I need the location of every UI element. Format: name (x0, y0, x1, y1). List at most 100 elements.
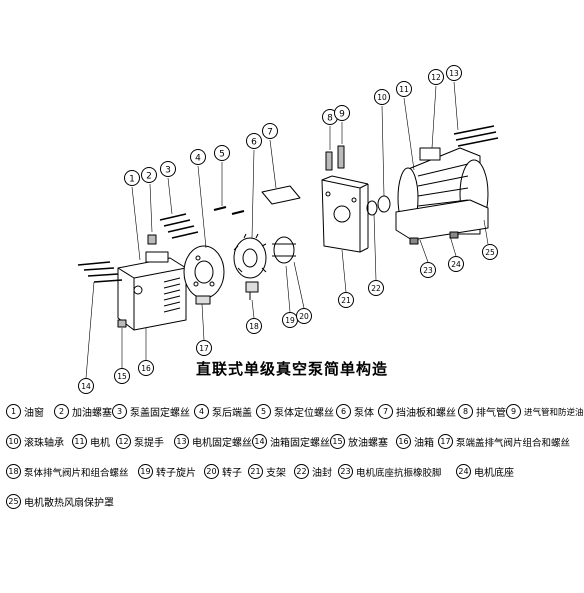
callout-9: 9 (334, 105, 350, 121)
legend-label: 泵后端盖 (212, 408, 252, 419)
callout-10: 10 (374, 89, 390, 105)
legend-label: 转子 (222, 468, 242, 479)
callout-22: 22 (368, 280, 384, 296)
svg-text:25: 25 (485, 248, 495, 257)
legend-label: 挡油板和螺丝 (396, 408, 456, 419)
leader-lines (85, 81, 489, 379)
svg-text:24: 24 (451, 260, 461, 269)
svg-text:15: 15 (117, 372, 127, 381)
callout-15: 15 (114, 368, 130, 384)
legend-label: 滚珠轴承 (24, 438, 64, 449)
legend-number: 15 (330, 434, 345, 449)
bracket-part (321, 175, 369, 253)
callout-8: 8 (322, 109, 338, 125)
callout-14: 14 (78, 378, 94, 394)
callout-23: 23 (420, 262, 436, 278)
inlet-exhaust-part (325, 145, 345, 171)
svg-text:4: 4 (195, 154, 201, 164)
legend-number: 23 (338, 464, 353, 479)
legend-label: 泵端盖排气阀片组合和螺丝 (456, 437, 571, 449)
svg-text:14: 14 (81, 382, 91, 391)
callout-6: 6 (246, 133, 262, 149)
svg-text:19: 19 (285, 316, 295, 325)
legend-number: 24 (456, 464, 471, 479)
legend-label: 转子旋片 (156, 468, 196, 479)
legend-label: 泵提手 (134, 438, 164, 449)
svg-text:23: 23 (423, 266, 433, 275)
legend-number: 21 (248, 464, 263, 479)
legend-label: 电机散热风扇保护罩 (24, 498, 114, 509)
callout-21: 21 (338, 292, 354, 308)
svg-text:18: 18 (249, 322, 259, 331)
baffle-plate-part (261, 185, 301, 205)
legend-label: 电机底座 (474, 468, 514, 479)
svg-text:13: 13 (449, 69, 459, 78)
legend-item: 9进气管和防逆油装置 (506, 404, 584, 419)
svg-text:7: 7 (267, 128, 273, 138)
svg-text:5: 5 (219, 150, 225, 160)
locating-screw-part (213, 206, 227, 211)
pump-body-part (233, 233, 267, 279)
svg-text:1: 1 (129, 175, 135, 185)
callout-12: 12 (428, 69, 444, 85)
legend-label: 泵体 (354, 408, 374, 419)
legend-number: 18 (6, 464, 21, 479)
legend-number: 5 (256, 404, 271, 419)
svg-text:22: 22 (371, 284, 381, 293)
legend-label: 油窗 (24, 408, 44, 419)
legend-number: 9 (506, 404, 521, 419)
motor-screws-part (453, 125, 499, 147)
callout-19: 19 (282, 312, 298, 328)
legend-label: 支架 (266, 468, 286, 479)
svg-text:12: 12 (431, 73, 441, 82)
callout-4: 4 (190, 149, 206, 165)
legend-label: 油箱 (414, 438, 434, 449)
svg-text:20: 20 (299, 312, 309, 321)
callout-11: 11 (396, 81, 412, 97)
tank-screws-part (77, 261, 123, 283)
svg-text:10: 10 (377, 93, 387, 102)
legend-number: 25 (6, 494, 21, 509)
legend-label: 放油螺塞 (348, 438, 388, 449)
legend-label: 电机底座抗振橡胶脚 (356, 467, 442, 479)
legend-label: 加油螺塞 (72, 408, 112, 419)
svg-text:21: 21 (341, 296, 351, 305)
oil-seal-part (366, 200, 378, 216)
callout-2: 2 (141, 167, 157, 183)
legend-number: 20 (204, 464, 219, 479)
cover-screws-part (159, 213, 199, 239)
rear-cover-part (183, 245, 225, 299)
svg-text:8: 8 (327, 114, 333, 124)
legend-number: 16 (396, 434, 411, 449)
legend-number: 14 (252, 434, 267, 449)
legend-number: 6 (336, 404, 351, 419)
legend-label: 进气管和防逆油装置 (524, 407, 584, 418)
legend-label: 电机固定螺丝 (192, 438, 252, 449)
callout-20: 20 (296, 308, 312, 324)
callout-25: 25 (482, 244, 498, 260)
callout-16: 16 (138, 360, 154, 376)
svg-text:17: 17 (199, 344, 209, 353)
oil-tank-part (117, 251, 187, 331)
motor-base-part (395, 199, 489, 245)
svg-text:2: 2 (146, 172, 152, 182)
legend-number: 17 (438, 434, 453, 449)
callout-7: 7 (262, 123, 278, 139)
callout-17: 17 (196, 340, 212, 356)
rotor-part (272, 236, 296, 264)
